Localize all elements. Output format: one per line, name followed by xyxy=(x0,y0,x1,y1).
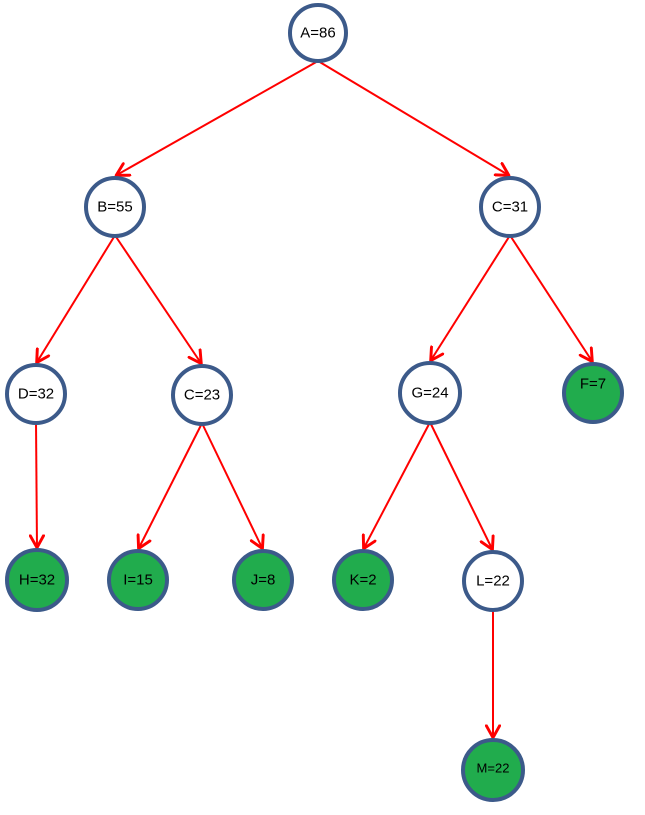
tree-node-label-J: J=8 xyxy=(251,572,276,589)
edge-D-H xyxy=(36,423,37,547)
tree-node-circle-G xyxy=(398,361,462,425)
edge-A-C1 xyxy=(319,61,509,175)
tree-node-label-A: A=86 xyxy=(300,25,335,42)
tree-node-label-C2: C=23 xyxy=(184,387,220,404)
tree-node-M: M=22 xyxy=(461,738,525,802)
edge-G-L xyxy=(429,423,492,549)
tree-node-label-F: F=7 xyxy=(580,376,606,393)
tree-node-circle-A xyxy=(288,3,348,63)
tree-node-label-L: L=22 xyxy=(476,573,510,590)
tree-node-label-C1: C=31 xyxy=(492,199,528,216)
edge-C1-F xyxy=(510,236,592,361)
tree-node-H: H=32 xyxy=(5,548,69,612)
tree-node-label-B: B=55 xyxy=(97,199,132,216)
tree-node-label-D: D=32 xyxy=(18,386,54,403)
tree-node-circle-C1 xyxy=(479,176,541,238)
tree-node-L: L=22 xyxy=(462,550,524,612)
tree-node-circle-B xyxy=(84,176,146,238)
nodes-layer: A=86B=55 C=31D=32 C=23 G=24 F=7H=32 I=15 J=8 K=… xyxy=(5,3,624,802)
tree-node-circle-J xyxy=(232,549,294,611)
tree-node-circle-D xyxy=(5,363,67,425)
tree-node-circle-C2 xyxy=(171,364,233,426)
edge-B-C2 xyxy=(115,236,201,363)
tree-node-label-M: M=22 xyxy=(477,761,510,776)
tree-node-circle-I xyxy=(107,549,169,611)
edges-layer xyxy=(36,61,592,737)
tree-node-circle-M xyxy=(461,738,525,802)
tree-node-C2: C=23 xyxy=(171,364,233,426)
tree-node-K: K=2 xyxy=(332,549,394,611)
tree-node-C1: C=31 xyxy=(479,176,541,238)
edge-C1-G xyxy=(431,236,510,360)
tree-node-F: F=7 xyxy=(562,362,624,424)
tree-node-B: B=55 xyxy=(84,176,146,238)
tree-node-circle-H xyxy=(5,548,69,612)
edge-C2-I xyxy=(139,424,202,548)
tree-node-label-I: I=15 xyxy=(123,572,153,589)
tree-node-circle-K xyxy=(332,549,394,611)
edge-G-K xyxy=(364,423,430,548)
tree-node-A: A=86 xyxy=(288,3,348,63)
tree-node-D: D=32 xyxy=(5,363,67,425)
tree-node-label-G: G=24 xyxy=(411,385,448,402)
tree-node-label-K: K=2 xyxy=(349,572,376,589)
tree-node-G: G=24 xyxy=(398,361,462,425)
edge-C2-J xyxy=(201,424,262,548)
tree-node-circle-L xyxy=(462,550,524,612)
tree-node-label-H: H=32 xyxy=(19,572,55,589)
edge-B-D xyxy=(37,236,115,362)
edge-A-B xyxy=(117,61,317,175)
tree-node-I: I=15 xyxy=(107,549,169,611)
tree-node-J: J=8 xyxy=(232,549,294,611)
tree-node-circle-F xyxy=(562,362,624,424)
